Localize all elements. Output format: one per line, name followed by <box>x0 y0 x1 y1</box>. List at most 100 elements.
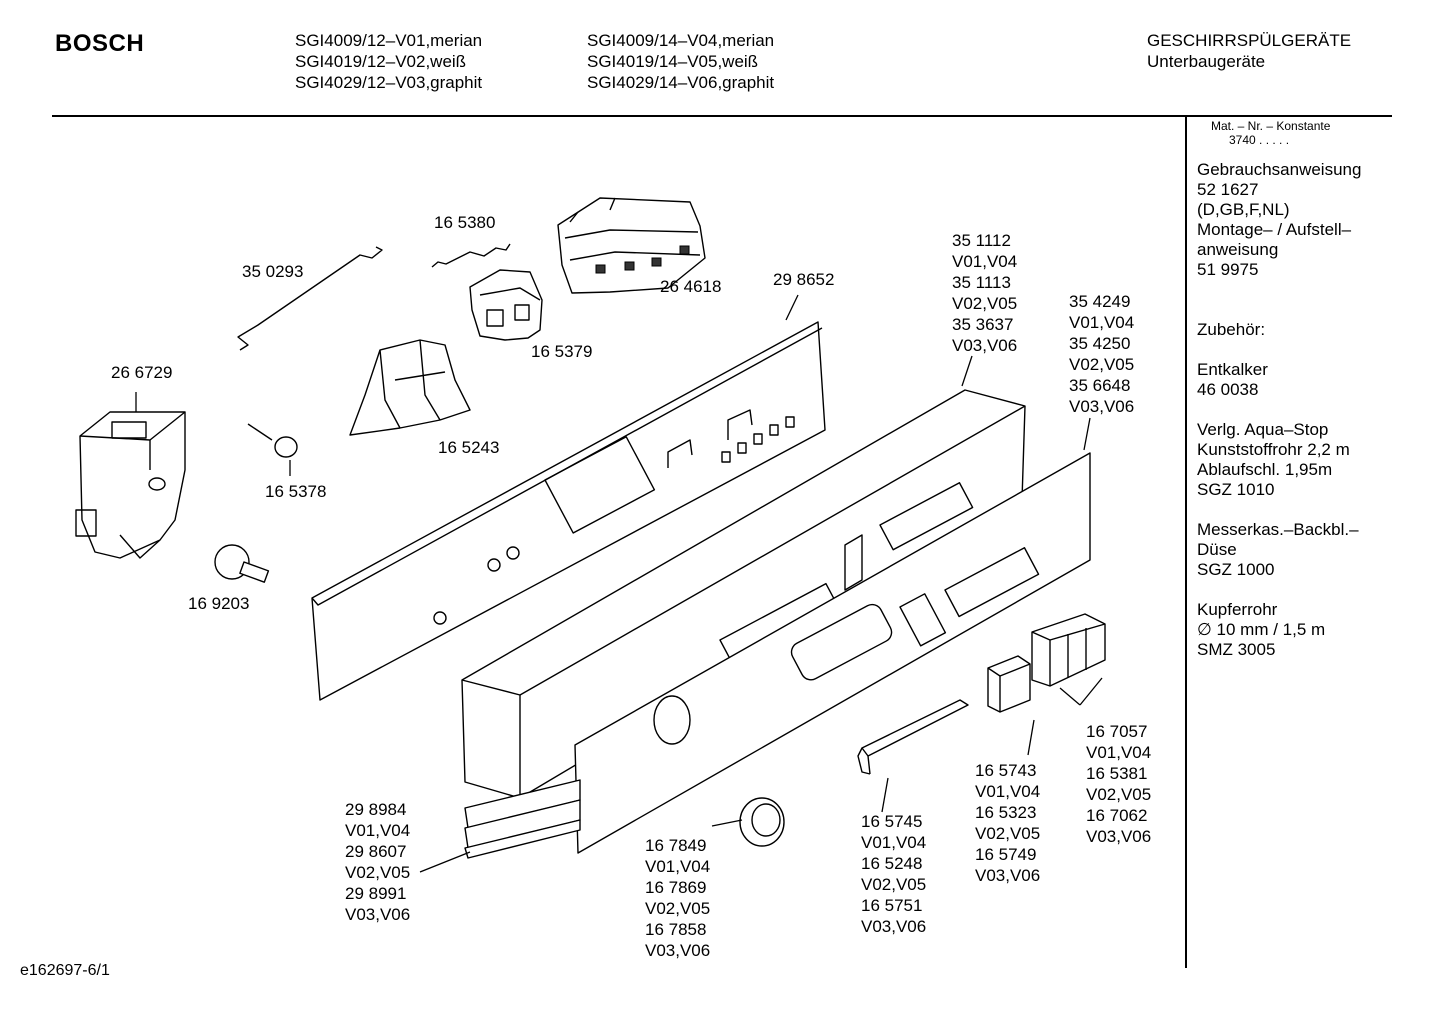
label-line: V03,V06 <box>952 336 1018 355</box>
note-line: SGZ 1010 <box>1197 480 1275 499</box>
wire-spring-165380 <box>431 243 511 268</box>
note-group: Entkalker 46 0038 <box>1197 360 1361 400</box>
part-label-165379: 16 5379 <box>531 342 593 361</box>
note-line: Verlg. Aqua–Stop <box>1197 420 1329 439</box>
label-line: V02,V05 <box>861 875 927 894</box>
note-group: Gebrauchsanweisung 52 1627 (D,GB,F,NL) M… <box>1197 160 1361 280</box>
label-line: 29 8607 <box>345 842 407 861</box>
label-line: V02,V05 <box>1086 785 1152 804</box>
part-label-165243: 16 5243 <box>438 438 500 457</box>
holder-165243 <box>349 339 471 436</box>
part-label-167057: 16 7057 V01,V04 16 5381 V02,V05 16 7062 … <box>1086 721 1151 847</box>
indicator-lens-165378 <box>247 423 298 458</box>
part-label-165380: 16 5380 <box>434 213 496 232</box>
part-label-264618: 26 4618 <box>660 277 722 296</box>
label-line: V01,V04 <box>975 782 1041 801</box>
seal-strips-298984 <box>464 779 581 859</box>
part-label-169203: 16 9203 <box>188 594 250 613</box>
part-label-165743: 16 5743 V01,V04 16 5323 V02,V05 16 5749 … <box>975 760 1040 886</box>
leader-298984 <box>419 851 471 873</box>
label-line: V03,V06 <box>1069 397 1135 416</box>
note-line: (D,GB,F,NL) <box>1197 200 1290 219</box>
sidebar-notes: Gebrauchsanweisung 52 1627 (D,GB,F,NL) M… <box>1197 160 1361 680</box>
category-line: Unterbaugeräte <box>1147 52 1266 71</box>
push-button-block-167057 <box>1031 613 1106 687</box>
note-group: Zubehör: <box>1197 320 1361 340</box>
label-line: V01,V04 <box>952 252 1018 271</box>
label-line: 16 7057 <box>1086 722 1148 741</box>
program-module-266729 <box>75 411 186 559</box>
note-line: ∅ 10 mm / 1,5 m <box>1197 620 1326 639</box>
note-line: Entkalker <box>1197 360 1268 379</box>
note-line: SMZ 3005 <box>1197 640 1276 659</box>
label-line: V03,V06 <box>975 866 1041 885</box>
leader-354249 <box>1083 417 1091 451</box>
label-line: V01,V04 <box>645 857 711 876</box>
part-label-298652: 29 8652 <box>773 270 835 289</box>
knob-shaft-169203 <box>214 544 270 583</box>
note-line: Zubehör: <box>1197 320 1266 339</box>
leader-167057a <box>1059 687 1081 706</box>
category-title: GESCHIRRSPÜLGERÄTE Unterbaugeräte <box>1147 30 1351 72</box>
label-line: V02,V05 <box>345 863 411 882</box>
label-line: 16 5751 <box>861 896 923 915</box>
note-line: Gebrauchsanweisung <box>1197 160 1362 179</box>
push-button-165743 <box>987 655 1031 713</box>
note-line: anweisung <box>1197 240 1279 259</box>
label-line: V02,V05 <box>952 294 1018 313</box>
leader-351112 <box>961 355 973 387</box>
drawing-id: e162697-6/1 <box>20 962 110 979</box>
part-label-167849: 16 7849 V01,V04 16 7869 V02,V05 16 7858 … <box>645 835 710 961</box>
label-line: 35 1112 <box>952 231 1011 250</box>
model-line: SGI4009/12–V01,merian <box>295 31 483 50</box>
label-line: V01,V04 <box>1069 313 1135 332</box>
label-line: V01,V04 <box>345 821 411 840</box>
note-group: Kupferrohr ∅ 10 mm / 1,5 m SMZ 3005 <box>1197 600 1361 660</box>
note-line: 52 1627 <box>1197 180 1259 199</box>
label-line: V01,V04 <box>1086 743 1152 762</box>
note-group: Verlg. Aqua–Stop Kunststoffrohr 2,2 m Ab… <box>1197 420 1361 500</box>
label-line: 35 1113 <box>952 273 1011 292</box>
part-label-351112: 35 1112 V01,V04 35 1113 V02,V05 35 3637 … <box>952 230 1017 356</box>
note-line: Düse <box>1197 540 1237 559</box>
note-line: Kupferrohr <box>1197 600 1278 619</box>
leader-165745 <box>881 777 889 813</box>
category-line: GESCHIRRSPÜLGERÄTE <box>1147 31 1352 50</box>
part-label-298984: 29 8984 V01,V04 29 8607 V02,V05 29 8991 … <box>345 799 410 925</box>
model-line: SGI4009/14–V04,merian <box>587 31 775 50</box>
leader-298652 <box>785 294 799 321</box>
brand-logo: BOSCH <box>55 30 145 57</box>
part-label-165745: 16 5745 V01,V04 16 5248 V02,V05 16 5751 … <box>861 811 926 937</box>
label-line: 16 7869 <box>645 878 707 897</box>
label-line: 16 5248 <box>861 854 923 873</box>
note-line: Messerkas.–Backbl.– <box>1197 520 1359 539</box>
model-line: SGI4019/12–V02,weiß <box>295 52 467 71</box>
label-line: V03,V06 <box>645 941 711 960</box>
konstante-block: Mat. – Nr. – Konstante 3740 . . . . . <box>1211 119 1330 147</box>
exploded-view-drawing <box>75 197 1106 873</box>
note-line: Montage– / Aufstell– <box>1197 220 1352 239</box>
label-line: 16 5323 <box>975 803 1037 822</box>
label-line: 16 5749 <box>975 845 1037 864</box>
leader-165743 <box>1027 719 1035 756</box>
leader-167849 <box>711 819 743 827</box>
note-line: 46 0038 <box>1197 380 1259 399</box>
label-line: 35 3637 <box>952 315 1014 334</box>
label-line: 35 4250 <box>1069 334 1131 353</box>
label-line: 29 8991 <box>345 884 407 903</box>
panel-frame-298652 <box>311 321 826 701</box>
note-line: SGZ 1000 <box>1197 560 1275 579</box>
rotary-knob-167849 <box>739 797 785 847</box>
label-line: 16 5743 <box>975 761 1037 780</box>
note-line: Ablaufschl. 1,95m <box>1197 460 1333 479</box>
label-line: 35 6648 <box>1069 376 1131 395</box>
part-label-350293: 35 0293 <box>242 262 304 281</box>
konstante-label: Mat. – Nr. – Konstante <box>1211 119 1331 133</box>
selector-switch-264618 <box>557 197 706 294</box>
model-line: SGI4019/14–V05,weiß <box>587 52 759 71</box>
label-line: V02,V05 <box>975 824 1041 843</box>
part-label-354249: 35 4249 V01,V04 35 4250 V02,V05 35 6648 … <box>1069 291 1134 417</box>
konstante-value: 3740 . . . . . <box>1229 133 1290 147</box>
label-line: V03,V06 <box>1086 827 1152 846</box>
label-line: V01,V04 <box>861 833 927 852</box>
